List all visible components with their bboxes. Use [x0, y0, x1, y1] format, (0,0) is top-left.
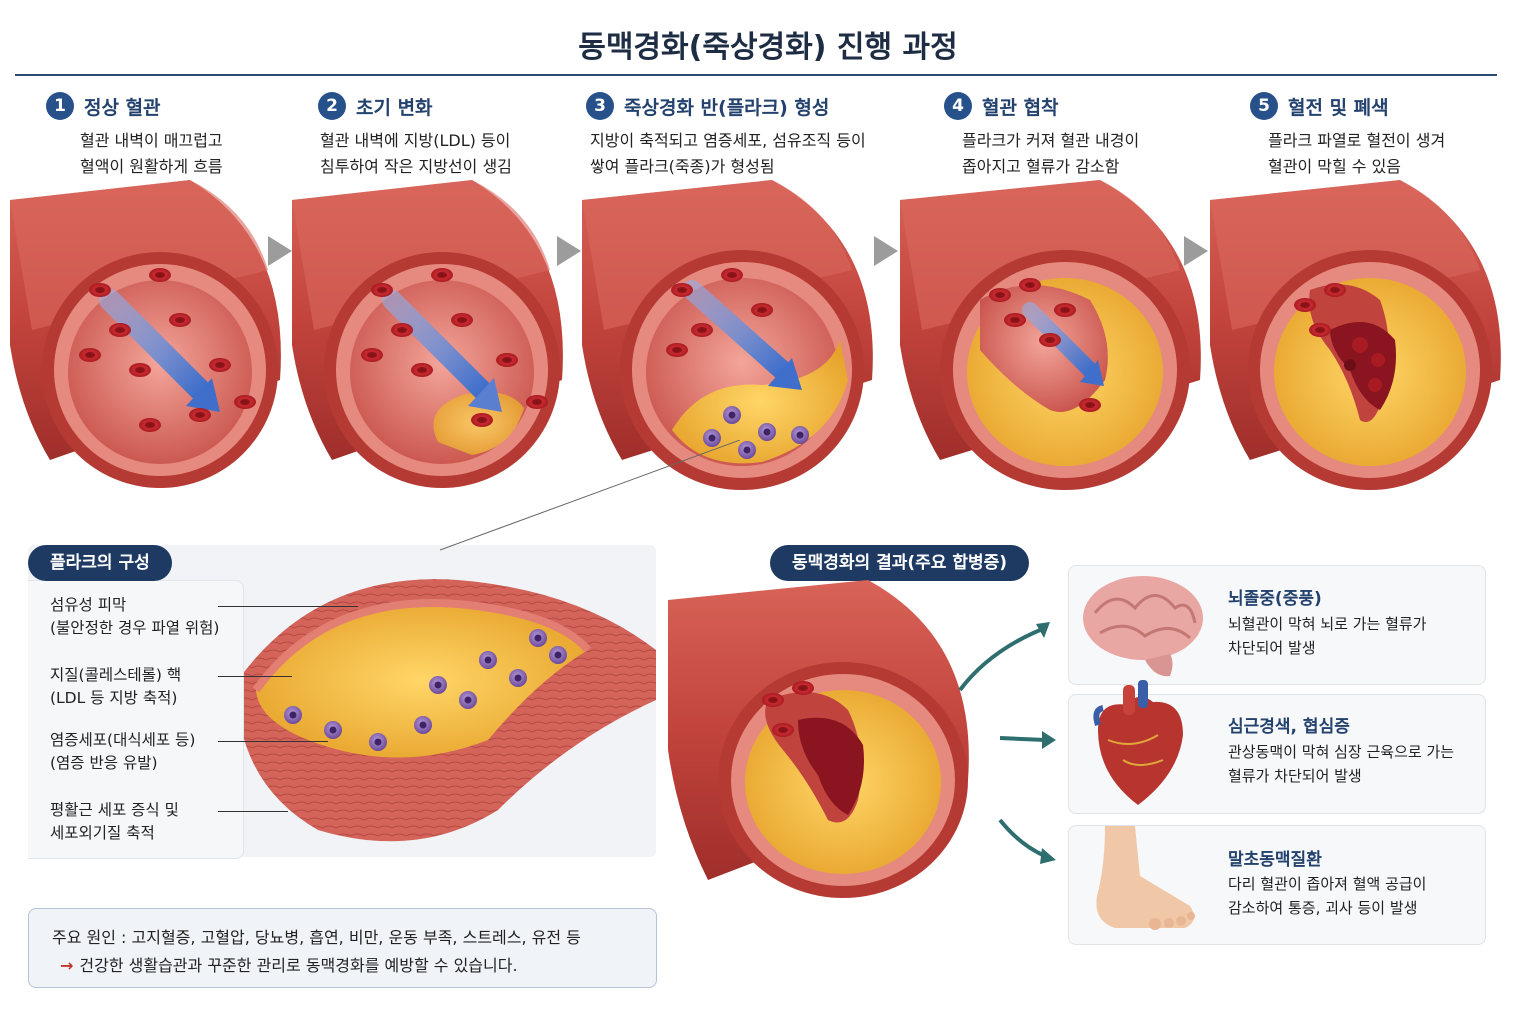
stage-desc-line: 플라크가 커져 혈관 내경이	[962, 131, 1140, 150]
zoom-connector-line	[440, 440, 740, 551]
card-title: 심근경색, 협심증	[1228, 717, 1350, 737]
stage-desc-line: 지방이 축적되고 염증세포, 섬유조직 등이	[590, 131, 866, 150]
label-line: (불안정한 경우 파열 위험)	[50, 619, 220, 637]
lipid-core	[256, 603, 588, 758]
label-inflammatory-cells: 염증세포(대식세포 등) (염증 반응 유발)	[50, 729, 195, 775]
label-line: (염증 반응 유발)	[50, 754, 158, 772]
card-title: 뇌졸중(중풍)	[1228, 589, 1322, 609]
stage-3-header: 3 죽상경화 반(플라크) 형성	[586, 92, 829, 120]
label-line: 염증세포(대식세포 등)	[50, 731, 196, 749]
blood-flow-arrow	[99, 289, 211, 401]
label-smooth-muscle: 평활근 세포 증식 및 세포외기질 축적	[50, 799, 179, 845]
stage-4-header: 4 혈관 협착	[944, 92, 1059, 120]
leader-line	[218, 676, 292, 677]
card-description: 관상동맥이 막혀 심장 근육으로 가는 혈류가 차단되어 발생	[1228, 740, 1454, 788]
stage-2-description: 혈관 내벽에 지방(LDL) 등이 침투하여 작은 지방선이 생김	[320, 128, 512, 180]
thrombus	[798, 717, 864, 815]
stage-title: 죽상경화 반(플라크) 형성	[624, 96, 830, 119]
vessel-lumen	[68, 280, 252, 464]
stage-3-vessel-illustration	[582, 180, 873, 490]
stage-desc-line: 쌓여 플라크(죽종)가 형성됨	[590, 157, 775, 176]
label-line: 세포외기질 축적	[50, 824, 155, 842]
card-desc-line: 다리 혈관이 좁아져 혈액 공급이	[1228, 875, 1427, 893]
step-arrow-icon	[874, 236, 898, 266]
brain-icon	[1083, 576, 1203, 677]
leader-line	[218, 741, 328, 742]
composition-labels-box	[28, 580, 244, 859]
card-desc-line: 감소하여 통증, 괴사 등이 발생	[1228, 899, 1418, 917]
composition-section-title: 플라크의 구성	[28, 545, 172, 581]
stage-5-header: 5 혈전 및 폐색	[1250, 92, 1389, 120]
stage-desc-line: 혈관 내벽이 매끄럽고	[80, 131, 223, 150]
step-arrow-icon	[557, 236, 581, 266]
plaque-cross-section-illustration	[238, 579, 656, 842]
complication-arrows	[958, 622, 1056, 864]
stage-title: 혈전 및 폐색	[1288, 96, 1389, 119]
stage-title: 혈관 협착	[982, 96, 1059, 119]
stage-number: 3	[586, 92, 614, 120]
leader-line	[218, 606, 358, 607]
title-divider	[15, 74, 1497, 76]
stage-number: 1	[46, 92, 74, 120]
stage-number: 4	[944, 92, 972, 120]
prevention-message: 건강한 생활습관과 꾸준한 관리로 동맥경화를 예방할 수 있습니다.	[79, 956, 518, 975]
card-description: 다리 혈관이 좁아져 혈액 공급이 감소하여 통증, 괴사 등이 발생	[1228, 872, 1426, 920]
stage-5-vessel-illustration	[1210, 180, 1501, 490]
stage-desc-line: 혈관이 막힐 수 있음	[1268, 157, 1402, 176]
stage-desc-line: 혈관 내벽에 지방(LDL) 등이	[320, 131, 511, 150]
stage-1-description: 혈관 내벽이 매끄럽고 혈액이 원활하게 흐름	[80, 128, 223, 180]
label-line: (LDL 등 지방 축적)	[50, 689, 178, 707]
prevention-text: → 건강한 생활습관과 꾸준한 관리로 동맥경화를 예방할 수 있습니다.	[60, 952, 518, 976]
stage-desc-line: 혈액이 원활하게 흐름	[80, 157, 223, 176]
complications-section-title: 동맥경화의 결과(주요 합병증)	[770, 545, 1030, 581]
card-desc-line: 혈류가 차단되어 발생	[1228, 767, 1362, 785]
stage-2-header: 2 초기 변화	[318, 92, 433, 120]
arrow-right-icon: →	[60, 956, 74, 975]
page-title: 동맥경화(죽상경화) 진행 과정	[578, 30, 958, 65]
stage-1-vessel-illustration	[10, 180, 281, 488]
leader-line	[218, 811, 288, 812]
card-description: 뇌혈관이 막혀 뇌로 가는 혈류가 차단되어 발생	[1228, 612, 1426, 660]
stage-desc-line: 좁아지고 혈류가 감소함	[962, 157, 1120, 176]
label-line: 평활근 세포 증식 및	[50, 801, 179, 819]
stage-4-description: 플라크가 커져 혈관 내경이 좁아지고 혈류가 감소함	[962, 128, 1139, 180]
occluded-vessel-illustration	[668, 580, 969, 898]
label-lipid-core: 지질(콜레스테롤) 핵 (LDL 등 지방 축적)	[50, 664, 181, 710]
label-line: 섬유성 피막	[50, 596, 127, 614]
stage-number: 5	[1250, 92, 1278, 120]
fibrous-cap	[252, 599, 592, 693]
step-arrow-icon	[1184, 236, 1208, 266]
card-desc-line: 관상동맥이 막혀 심장 근육으로 가는	[1228, 743, 1455, 761]
heart-icon	[1093, 680, 1183, 805]
card-title: 말초동맥질환	[1228, 850, 1322, 870]
stage-4-vessel-illustration	[900, 180, 1201, 490]
stage-desc-line: 플라크 파열로 혈전이 생겨	[1268, 131, 1446, 150]
stage-title: 정상 혈관	[84, 96, 161, 119]
step-arrow-icon	[268, 236, 292, 266]
stage-3-description: 지방이 축적되고 염증세포, 섬유조직 등이 쌓여 플라크(죽종)가 형성됨	[590, 128, 866, 180]
label-line: 지질(콜레스테롤) 핵	[50, 666, 182, 684]
stage-number: 2	[318, 92, 346, 120]
foot-icon	[1096, 826, 1195, 930]
stage-desc-line: 침투하여 작은 지방선이 생김	[320, 157, 512, 176]
stage-title: 초기 변화	[356, 96, 433, 119]
label-fibrous-cap: 섬유성 피막 (불안정한 경우 파열 위험)	[50, 594, 219, 640]
stage-5-description: 플라크 파열로 혈전이 생겨 혈관이 막힐 수 있음	[1268, 128, 1445, 180]
stage-2-vessel-illustration	[292, 180, 563, 488]
stage-1-header: 1 정상 혈관	[46, 92, 161, 120]
card-desc-line: 뇌혈관이 막혀 뇌로 가는 혈류가	[1228, 615, 1427, 633]
causes-box	[28, 908, 657, 988]
card-desc-line: 차단되어 발생	[1228, 639, 1316, 657]
causes-text: 주요 원인 : 고지혈증, 고혈압, 당뇨병, 흡연, 비만, 운동 부족, 스…	[52, 928, 581, 947]
